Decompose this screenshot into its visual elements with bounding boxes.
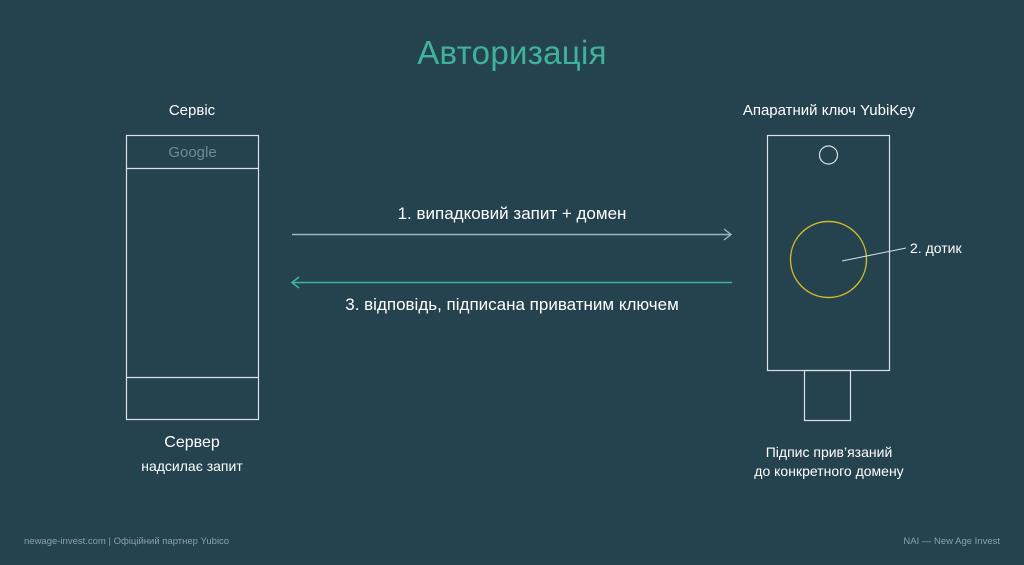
touch-leader-line [841, 247, 907, 262]
footer-right: NAI — New Age Invest [903, 536, 1000, 547]
yubikey-heading: Апаратний ключ YubiKey [742, 102, 916, 119]
request-arrow-label: 1. випадковий запит + домен [397, 204, 627, 223]
page-title: Авторизація [417, 34, 607, 71]
footer-left: newage-invest.com | Офіційний партнер Yu… [24, 536, 230, 547]
yubikey-device [766, 134, 907, 422]
yubikey-body [766, 134, 891, 372]
response-arrow-label: 3. відповідь, підписана приватним ключем [345, 295, 679, 314]
browser-tab-label: Google [168, 144, 217, 161]
service-device [125, 134, 260, 421]
request-arrow [292, 228, 733, 241]
service-heading: Сервіс [168, 102, 216, 119]
service-caption-title: Сервер [164, 434, 220, 451]
service-device-frame [125, 134, 260, 421]
request-arrow-head [723, 228, 733, 241]
response-arrow [290, 276, 732, 289]
yubikey-touch-ring [789, 220, 868, 299]
service-caption-sub: надсилає запит [141, 458, 243, 474]
touch-label: 2. дотик [910, 240, 962, 256]
yubikey-usb-connector [803, 369, 852, 422]
yubikey-caption-line2: до конкретного домену [754, 463, 904, 479]
yubikey-caption-line1: Підпис прив’язаний [765, 444, 893, 460]
response-arrow-head [290, 276, 300, 289]
yubikey-keyring-hole [818, 145, 839, 165]
